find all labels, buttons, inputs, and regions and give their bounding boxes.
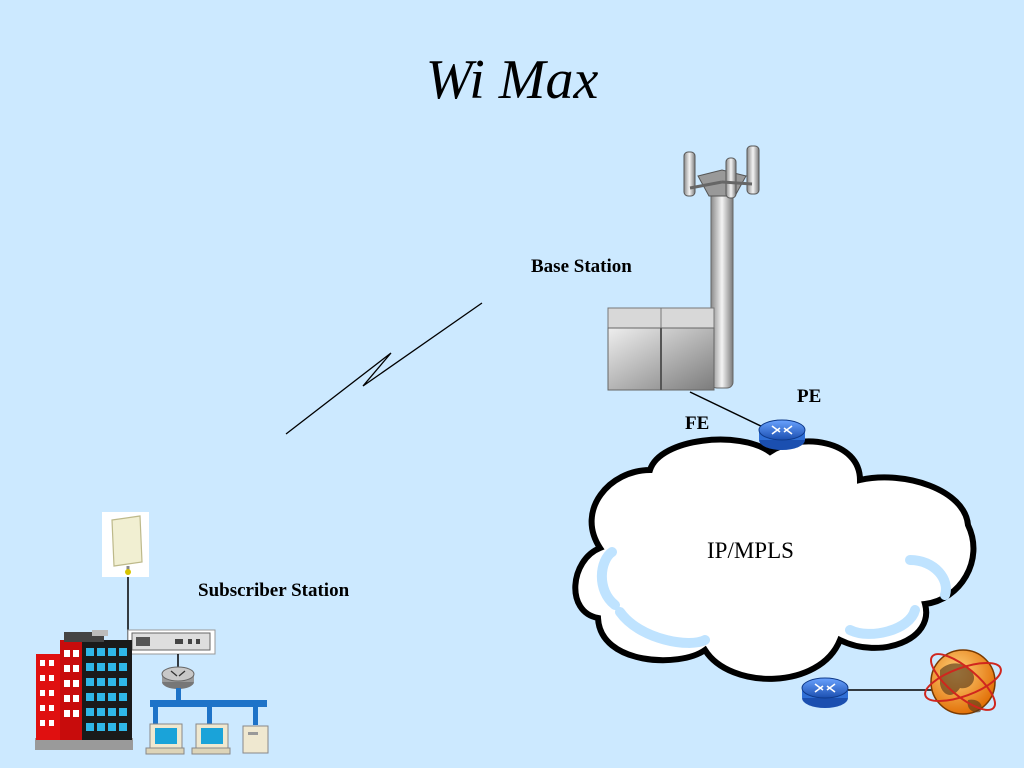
pe-label: PE — [797, 386, 822, 407]
computer-icon — [191, 723, 231, 755]
base-station-cabinet-icon — [607, 307, 715, 391]
computer-icon — [145, 723, 185, 755]
router-icon — [758, 419, 806, 450]
cell-tower-icon — [683, 145, 760, 389]
cloud-label: IP/MPLS — [707, 538, 794, 563]
globe-icon — [924, 649, 1002, 715]
antenna-panel-icon — [102, 512, 149, 577]
subscriber-station-label: Subscriber Station — [198, 580, 350, 601]
lan-bus — [150, 688, 267, 725]
lightning-link-icon — [285, 302, 483, 435]
slide-title: Wi Max — [425, 49, 599, 111]
cloud-icon — [572, 436, 977, 682]
router-icon — [161, 666, 195, 689]
router-icon — [801, 677, 849, 708]
fe-label: FE — [685, 413, 710, 434]
building-icon — [35, 630, 133, 750]
modem-icon — [127, 629, 216, 655]
base-station-label: Base Station — [531, 256, 632, 277]
fe-link — [689, 391, 766, 429]
computer-icon — [242, 725, 269, 754]
